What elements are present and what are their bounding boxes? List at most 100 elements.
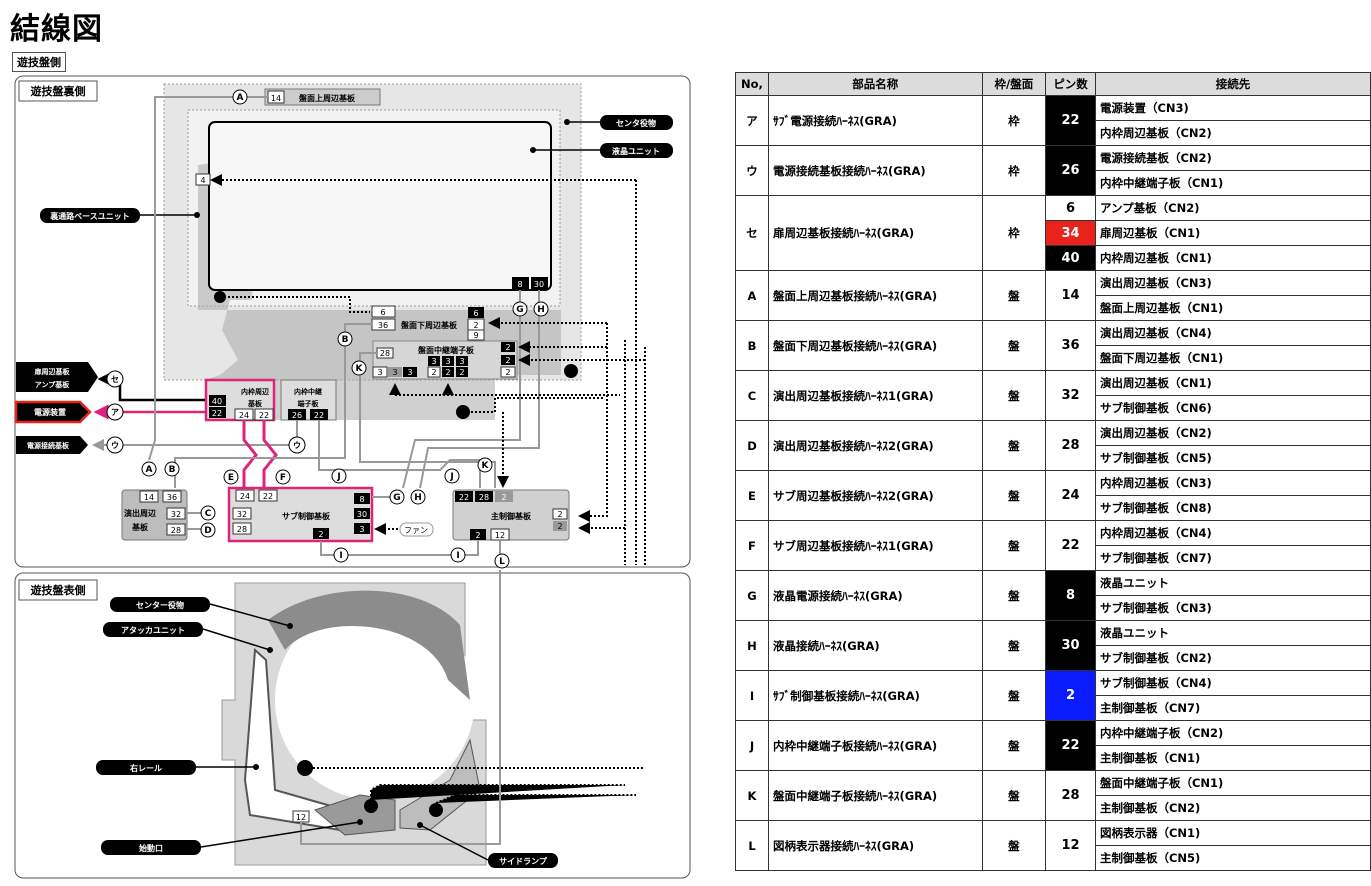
table-row: サブ制御基板（CN5) <box>736 445 1371 471</box>
svg-text:G: G <box>516 305 523 315</box>
cell-pins: 36 <box>1045 320 1096 371</box>
svg-text:22: 22 <box>259 411 269 420</box>
upper-board-label: 盤面上周辺基板 <box>298 93 356 103</box>
cell-dest: 内枠周辺基板（CN4) <box>1094 520 1371 546</box>
cell-type: 盤 <box>981 670 1047 721</box>
cell-no: H <box>735 620 769 671</box>
table-row: サブ制御基板（CN7) <box>736 545 1371 571</box>
cell-pins: 30 <box>1045 620 1096 671</box>
svg-text:A: A <box>237 93 244 103</box>
cell-name: 演出周辺基板接続ﾊｰﾈｽ2(GRA) <box>767 420 983 471</box>
callout-power-supply: 電源装置 <box>34 407 66 417</box>
svg-text:3: 3 <box>459 357 464 366</box>
callout-amp-board: アンプ基板 <box>35 380 71 389</box>
svg-text:H: H <box>414 493 422 503</box>
cell-type: 盤 <box>981 720 1047 771</box>
main-board-label: 主制御基板 <box>491 511 532 521</box>
table-row: 主制御基板（CN5) <box>736 845 1371 871</box>
callout-door-board: 扉周辺基板 <box>34 367 71 376</box>
svg-text:E: E <box>228 473 234 483</box>
cell-type: 盤 <box>981 520 1047 571</box>
cell-no: A <box>735 270 769 321</box>
cell-pins: 40 <box>1045 245 1096 271</box>
cell-dest: 扉周辺基板（CN1) <box>1094 220 1371 246</box>
wiring-diagram: 遊技盤裏側 14 盤面上周辺基板 4 8 30 液晶ユニット センタ役物 裏通路… <box>14 75 691 879</box>
marker-K: K <box>351 360 367 376</box>
cell-dest: 演出周辺基板（CN3) <box>1094 270 1371 296</box>
svg-text:12: 12 <box>296 813 306 822</box>
svg-text:8: 8 <box>359 495 364 504</box>
cell-name: ｻﾌﾞ制御基板接続ﾊｰﾈｽ(GRA) <box>767 670 983 721</box>
cell-pins: 24 <box>1045 470 1096 521</box>
svg-text:ウ: ウ <box>293 441 301 450</box>
marker-A2: A <box>141 461 157 477</box>
header-dest: 接続先 <box>1094 72 1371 96</box>
svg-text:4: 4 <box>200 176 205 185</box>
marker-u: ウ <box>106 436 124 454</box>
cell-pins: 22 <box>1045 520 1096 571</box>
marker-se: セ <box>106 370 124 388</box>
cell-pins: 28 <box>1045 770 1096 821</box>
section-tab[interactable]: 遊技盤側 <box>12 52 66 72</box>
marker-J2: J <box>444 468 460 484</box>
cell-dest: サブ制御基板（CN4) <box>1094 670 1371 696</box>
cell-dest: 液晶ユニット <box>1094 570 1371 596</box>
svg-text:A: A <box>146 465 153 475</box>
callout-attacker: アタッカユニット <box>121 625 185 635</box>
cell-type: 盤 <box>981 470 1047 521</box>
lcd-unit-shape <box>208 121 552 291</box>
cell-dest: 演出周辺基板（CN2) <box>1094 420 1371 446</box>
marker-I: I <box>333 547 349 563</box>
callout-lcd-unit: 液晶ユニット <box>612 146 660 156</box>
header-pins: ピン数 <box>1045 72 1096 96</box>
cell-dest: サブ制御基板（CN7) <box>1094 545 1371 571</box>
cell-no: セ <box>735 195 769 271</box>
cell-name: サブ周辺基板接続ﾊｰﾈｽ2(GRA) <box>767 470 983 521</box>
svg-text:36: 36 <box>167 493 177 502</box>
cell-pins: 32 <box>1045 370 1096 421</box>
cell-type: 盤 <box>981 570 1047 621</box>
effect-board-label1: 演出周辺 <box>124 508 156 518</box>
svg-text:14: 14 <box>144 493 154 502</box>
cell-dest: 液晶ユニット <box>1094 620 1371 646</box>
cell-pins: 6 <box>1045 195 1096 221</box>
header-name: 部品名称 <box>767 72 983 96</box>
back-panel: 遊技盤裏側 14 盤面上周辺基板 4 8 30 液晶ユニット センタ役物 裏通路… <box>14 75 691 568</box>
table-row: 盤面上周辺基板（CN1) <box>736 295 1371 321</box>
svg-text:3: 3 <box>445 357 450 366</box>
cell-type: 盤 <box>981 820 1047 871</box>
marker-I2: I <box>450 547 466 563</box>
svg-text:30: 30 <box>357 510 367 519</box>
callout-side-lamp: サイドランプ <box>499 856 548 866</box>
cell-name: 図柄表示器接続ﾊｰﾈｽ(GRA) <box>767 820 983 871</box>
svg-text:L: L <box>499 557 505 567</box>
marker-G: G <box>512 301 528 317</box>
svg-text:22: 22 <box>212 409 222 418</box>
cell-dest: 主制御基板（CN2) <box>1094 795 1371 821</box>
svg-text:基板: 基板 <box>131 522 149 532</box>
svg-text:2: 2 <box>557 510 562 519</box>
cell-pins: 8 <box>1045 570 1096 621</box>
cell-no: K <box>735 770 769 821</box>
svg-text:2: 2 <box>557 522 562 531</box>
marker-A: A <box>232 89 248 105</box>
cell-type: 枠 <box>981 95 1047 146</box>
callout-front-center: センター役物 <box>136 600 184 610</box>
cell-dest: 図柄表示器（CN1) <box>1094 820 1371 846</box>
connection-table: No, 部品名称 枠/盤面 ピン数 接続先 アｻﾌﾞ電源接続ﾊｰﾈｽ(GRA)枠… <box>735 72 1371 871</box>
svg-text:K: K <box>356 364 364 374</box>
svg-text:32: 32 <box>171 510 181 519</box>
svg-text:28: 28 <box>479 493 489 502</box>
back-panel-label: 遊技盤裏側 <box>31 84 86 98</box>
marker-H: H <box>533 301 549 317</box>
cell-type: 盤 <box>981 370 1047 421</box>
cell-pins: 22 <box>1045 720 1096 771</box>
callout-center-yakumono: センタ役物 <box>616 118 656 128</box>
sub-board-label: サブ制御基板 <box>282 511 331 521</box>
